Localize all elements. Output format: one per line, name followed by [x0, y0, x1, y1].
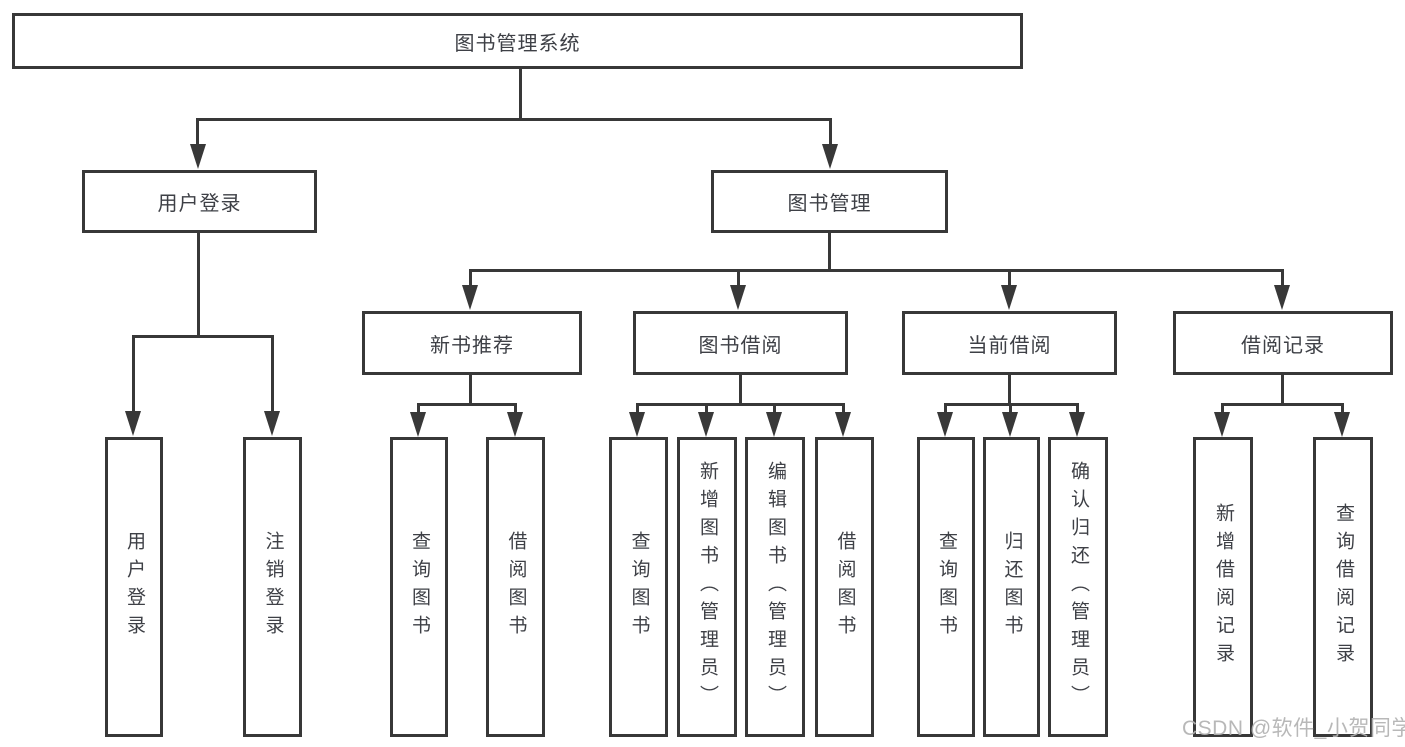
leaf-edit-books-admin: 编辑图书（管理员） [745, 437, 805, 737]
connector-line [196, 118, 832, 121]
connector-line [417, 403, 420, 414]
connector-line [1341, 403, 1344, 414]
connector-line [1076, 403, 1079, 414]
arrowhead-down-icon [698, 412, 714, 437]
arrowhead-down-icon [730, 285, 746, 310]
leaf-add-borrow-record: 新增借阅记录 [1193, 437, 1253, 737]
leaf-borrow-books-recommend: 借阅图书 [486, 437, 545, 737]
connector-line [519, 67, 522, 121]
leaf-add-books-admin: 新增图书（管理员） [677, 437, 737, 737]
arrowhead-down-icon [766, 412, 782, 437]
connector-line [1281, 269, 1284, 286]
arrowhead-down-icon [190, 144, 206, 169]
connector-line [469, 269, 1284, 272]
node-book-borrowing: 图书借阅 [633, 311, 848, 375]
connector-line [1281, 373, 1284, 406]
connector-line [132, 335, 274, 338]
arrowhead-down-icon [264, 411, 280, 436]
node-new-book-recommendation: 新书推荐 [362, 311, 582, 375]
arrowhead-down-icon [1002, 412, 1018, 437]
connector-line [132, 335, 135, 414]
leaf-confirm-return-admin: 确认归还（管理员） [1048, 437, 1108, 737]
arrowhead-down-icon [462, 285, 478, 310]
connector-line [1221, 403, 1224, 414]
leaf-query-borrow-record: 查询借阅记录 [1313, 437, 1373, 737]
leaf-query-books-recommend: 查询图书 [390, 437, 448, 737]
leaf-user-login: 用户登录 [105, 437, 163, 737]
connector-line [1221, 403, 1344, 406]
connector-line [469, 373, 472, 406]
connector-line [636, 403, 639, 414]
arrowhead-down-icon [835, 412, 851, 437]
connector-line [417, 403, 517, 406]
node-current-borrowing: 当前借阅 [902, 311, 1117, 375]
connector-line [514, 403, 517, 414]
arrowhead-down-icon [629, 412, 645, 437]
arrowhead-down-icon [410, 412, 426, 437]
connector-line [739, 373, 742, 406]
connector-line [271, 335, 274, 414]
connector-line [828, 231, 831, 272]
arrowhead-down-icon [1334, 412, 1350, 437]
connector-line [773, 403, 776, 414]
node-borrowing-records: 借阅记录 [1173, 311, 1393, 375]
arrowhead-down-icon [1274, 285, 1290, 310]
connector-line [829, 118, 832, 146]
arrowhead-down-icon [1069, 412, 1085, 437]
node-library-management-system: 图书管理系统 [12, 13, 1023, 69]
arrowhead-down-icon [937, 412, 953, 437]
connector-line [705, 403, 708, 414]
leaf-logout: 注销登录 [243, 437, 302, 737]
connector-line [1008, 269, 1011, 286]
connector-line [636, 403, 845, 406]
connector-line [1009, 403, 1012, 414]
connector-line [842, 403, 845, 414]
node-book-management: 图书管理 [711, 170, 948, 233]
arrowhead-down-icon [1001, 285, 1017, 310]
connector-line [469, 269, 472, 286]
leaf-query-books-borrowing: 查询图书 [609, 437, 668, 737]
arrowhead-down-icon [1214, 412, 1230, 437]
connector-line [1008, 373, 1011, 406]
leaf-query-books-current: 查询图书 [917, 437, 975, 737]
arrowhead-down-icon [125, 411, 141, 436]
node-user-login: 用户登录 [82, 170, 317, 233]
connector-line [737, 269, 740, 286]
arrowhead-down-icon [507, 412, 523, 437]
arrowhead-down-icon [822, 144, 838, 169]
leaf-return-books: 归还图书 [983, 437, 1040, 737]
connector-line [944, 403, 947, 414]
connector-line [197, 231, 200, 338]
connector-line [196, 118, 199, 146]
watermark: CSDN @软件_小贺同学 [1182, 717, 1405, 740]
leaf-borrow-books: 借阅图书 [815, 437, 874, 737]
